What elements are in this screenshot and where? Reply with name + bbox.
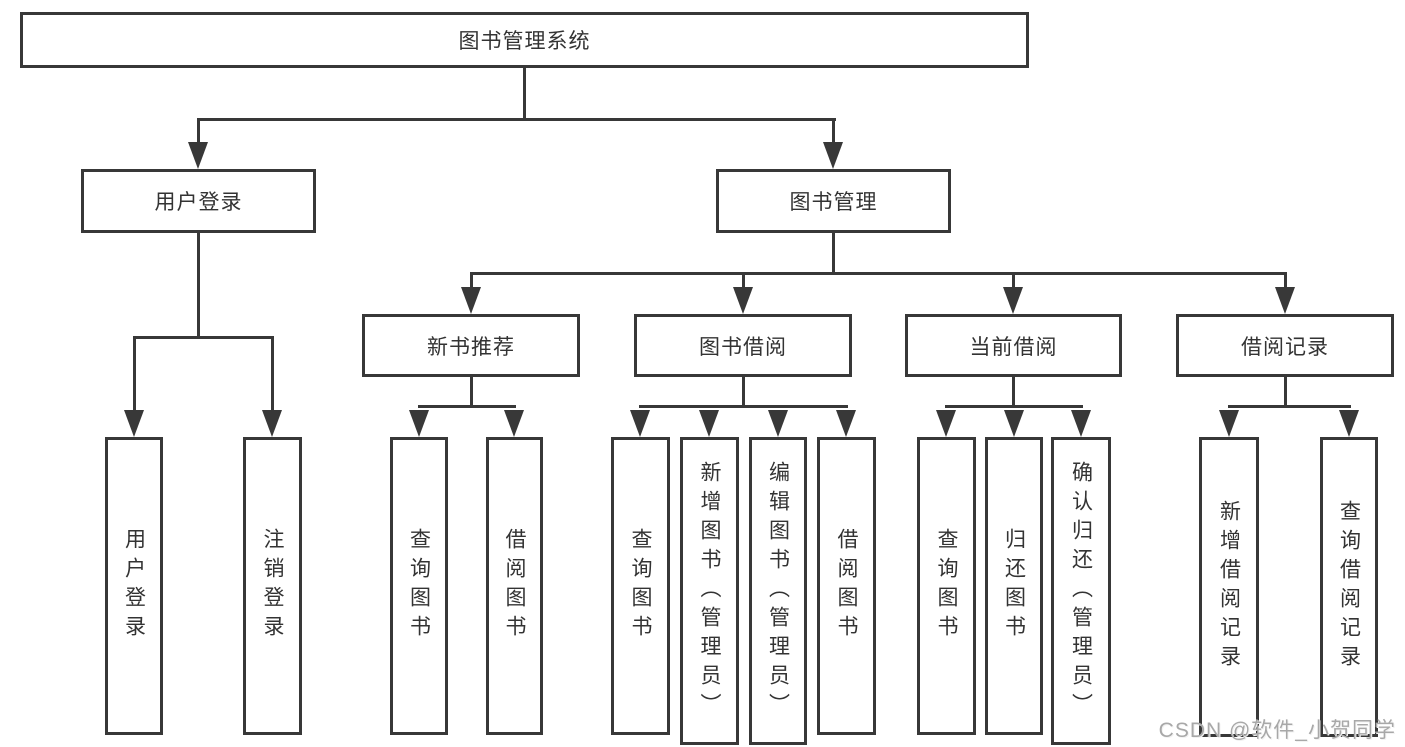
watermark-text: CSDN @软件_小贺同学 — [1158, 719, 1396, 742]
arrowhead-down-icon — [699, 410, 719, 437]
arrowhead-down-icon — [1219, 410, 1239, 437]
connector-line — [1012, 272, 1015, 290]
connector-line — [1284, 272, 1287, 290]
arrowhead-down-icon — [124, 410, 144, 437]
connector-line — [470, 272, 473, 290]
connector-line — [197, 118, 836, 121]
leaf-query-books-current: 查询图书 — [917, 437, 976, 735]
node-book-management-system: 图书管理系统 — [20, 12, 1029, 68]
arrowhead-down-icon — [630, 410, 650, 437]
connector-line — [418, 405, 516, 408]
connector-line — [133, 336, 274, 339]
arrowhead-down-icon — [188, 142, 208, 169]
node-book-borrowing: 图书借阅 — [634, 314, 852, 377]
connector-line — [639, 405, 848, 408]
leaf-query-books-recommend: 查询图书 — [390, 437, 448, 735]
leaf-edit-books-admin: 编辑图书（管理员） — [749, 437, 807, 745]
arrowhead-down-icon — [733, 287, 753, 314]
node-current-borrowing: 当前借阅 — [905, 314, 1122, 377]
connector-line — [523, 68, 526, 119]
connector-line — [742, 377, 745, 408]
leaf-user-login: 用户登录 — [105, 437, 163, 735]
connector-line — [470, 272, 1287, 275]
arrowhead-down-icon — [461, 287, 481, 314]
leaf-add-books-admin: 新增图书（管理员） — [680, 437, 739, 745]
connector-line — [832, 233, 835, 275]
connector-line — [470, 377, 473, 408]
connector-line — [945, 405, 1083, 408]
node-book-management: 图书管理 — [716, 169, 951, 233]
node-new-book-recommendation: 新书推荐 — [362, 314, 580, 377]
leaf-query-books-borrow: 查询图书 — [611, 437, 670, 735]
leaf-add-borrow-record: 新增借阅记录 — [1199, 437, 1259, 737]
arrowhead-down-icon — [936, 410, 956, 437]
arrowhead-down-icon — [1003, 287, 1023, 314]
node-borrowing-records: 借阅记录 — [1176, 314, 1394, 377]
arrowhead-down-icon — [768, 410, 788, 437]
connector-line — [832, 118, 835, 146]
connector-line — [271, 336, 274, 414]
leaf-query-borrow-record: 查询借阅记录 — [1320, 437, 1378, 737]
arrowhead-down-icon — [409, 410, 429, 437]
arrowhead-down-icon — [836, 410, 856, 437]
leaf-borrow-books: 借阅图书 — [817, 437, 876, 735]
arrowhead-down-icon — [1004, 410, 1024, 437]
leaf-confirm-return-admin: 确认归还（管理员） — [1051, 437, 1111, 745]
arrowhead-down-icon — [1339, 410, 1359, 437]
arrowhead-down-icon — [504, 410, 524, 437]
connector-line — [1228, 405, 1351, 408]
connector-line — [1284, 377, 1287, 408]
connector-line — [197, 118, 200, 146]
arrowhead-down-icon — [262, 410, 282, 437]
arrowhead-down-icon — [1071, 410, 1091, 437]
leaf-logout: 注销登录 — [243, 437, 302, 735]
node-user-login: 用户登录 — [81, 169, 316, 233]
leaf-borrow-books-recommend: 借阅图书 — [486, 437, 543, 735]
connector-line — [742, 272, 745, 290]
leaf-return-books: 归还图书 — [985, 437, 1043, 735]
connector-line — [197, 233, 200, 339]
connector-line — [133, 336, 136, 414]
connector-line — [1012, 377, 1015, 408]
arrowhead-down-icon — [1275, 287, 1295, 314]
arrowhead-down-icon — [823, 142, 843, 169]
